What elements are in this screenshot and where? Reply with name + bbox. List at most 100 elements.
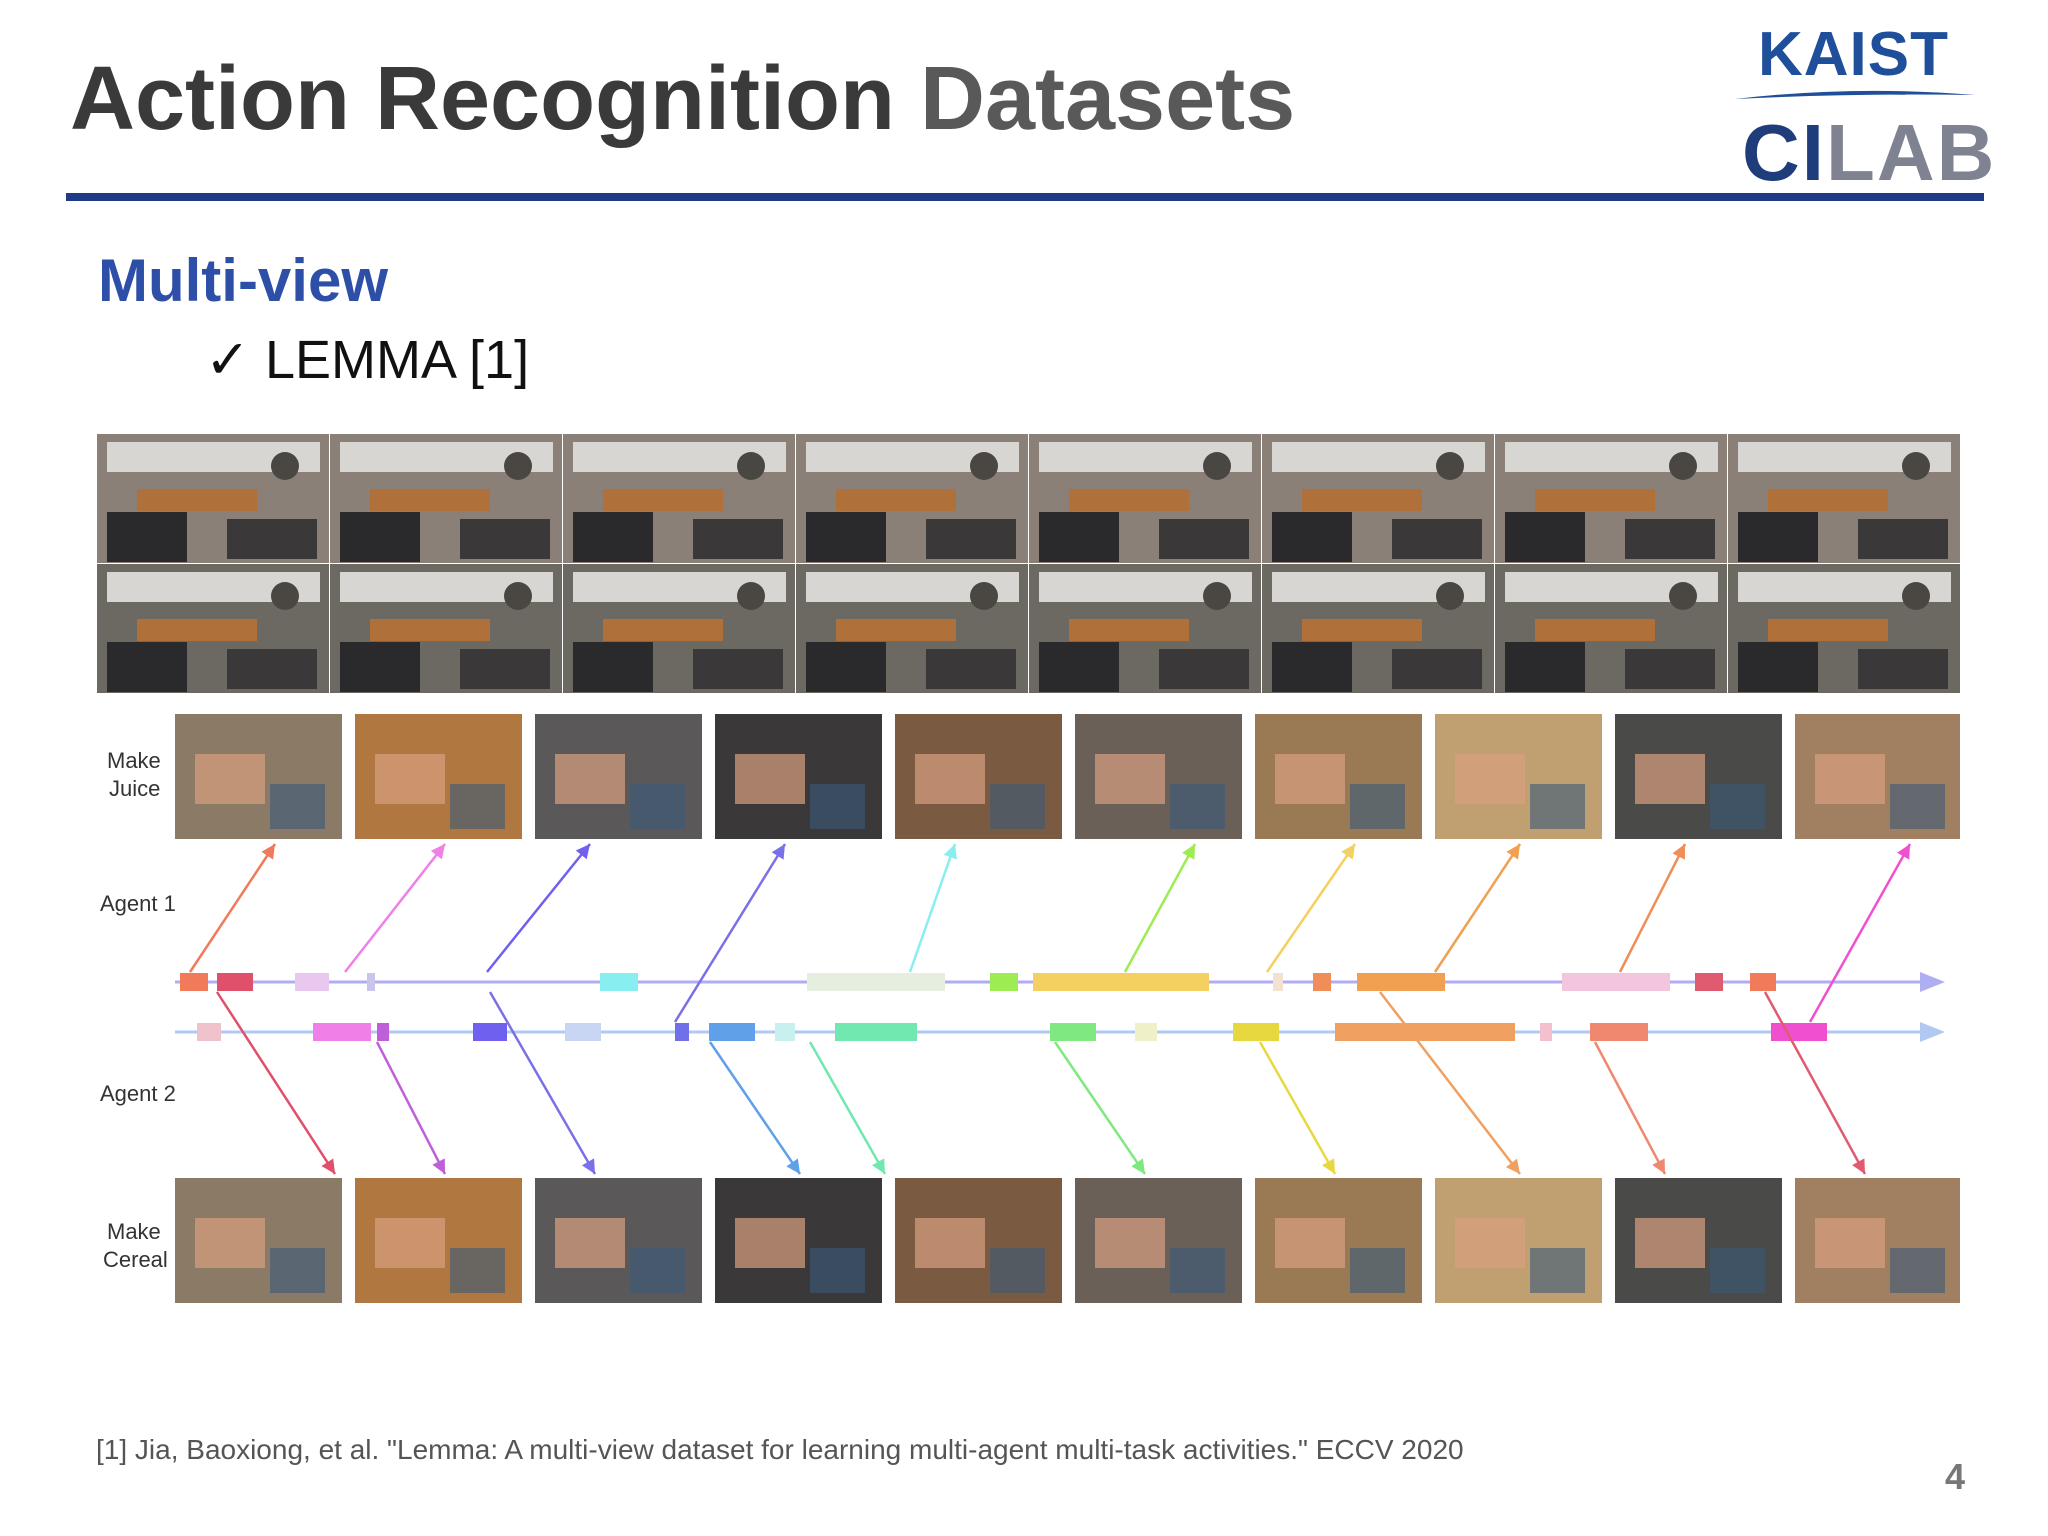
egocentric-frame [1075,714,1242,839]
label-agent2: Agent 2 [100,1081,176,1106]
arrowhead-icon [575,844,590,860]
label-make-juice-2: Juice [109,776,160,801]
action-segment [295,973,329,991]
arrowhead-icon [430,844,445,860]
egocentric-frame [175,714,342,839]
action-arrow [1593,1041,1667,1175]
kitchen-camera-frame [563,564,795,693]
action-segment [807,973,945,991]
action-arrow [673,843,787,1023]
egocentric-frame [1615,714,1782,839]
egocentric-frame [1255,1178,1422,1303]
action-segment [473,1023,507,1041]
section-heading: Multi-view [98,247,389,314]
egocentric-frame [355,1178,522,1303]
kitchen-camera-frame [1728,434,1960,563]
action-arrow [1763,991,1867,1175]
action-arrow [375,1041,447,1175]
egocentric-frame [895,1178,1062,1303]
kitchen-camera-frame [796,434,1028,563]
kitchen-camera-frame [1262,434,1494,563]
logo-cilab-lab: LAB [1826,108,1997,197]
arrowhead-icon [1652,1158,1665,1174]
label-make-juice-1: Make [107,748,161,773]
action-arrow [488,991,597,1175]
multiview-frames [97,434,1960,693]
action-arrow [1258,1041,1337,1175]
label-agent1: Agent 1 [100,891,176,916]
action-arrow [486,843,591,973]
arrowhead-icon [943,844,957,860]
slide-title: Action Recognition Datasets [70,48,1295,151]
action-segment [775,1023,795,1041]
action-arrow [1433,843,1522,973]
kitchen-camera-frame [330,434,562,563]
egocentric-frame [715,714,882,839]
action-arrow [1053,1041,1147,1175]
egocentric-frame [1795,714,1960,839]
arrowhead-icon [1897,844,1910,860]
egocentric-frame [1615,1178,1782,1303]
arrowhead-icon [871,1158,885,1174]
action-arrow [708,1041,802,1175]
kitchen-camera-frame [1029,434,1261,563]
checkmark-icon: ✓ [205,330,251,390]
kitchen-camera-frame [1495,564,1727,693]
arrowhead-icon [1182,844,1195,860]
arrowhead-icon [771,844,785,860]
arrowhead-icon [321,1158,335,1174]
kitchen-camera-frame [796,564,1028,693]
label-make-cereal-2: Cereal [103,1247,168,1272]
action-segment [1233,1023,1279,1041]
kitchen-camera-frame [97,434,329,563]
lemma-figure: Make Juice Agent 1 Agent 2 Make Cereal [97,434,1960,1303]
egocentric-frame [715,1178,882,1303]
action-segment [1750,973,1776,991]
kitchen-camera-frame [330,564,562,693]
action-segment [313,1023,371,1041]
action-segment [180,973,208,991]
arrowhead-icon [1852,1158,1865,1174]
title-main: Action Recognition [70,49,895,149]
action-segment [565,1023,601,1041]
kitchen-camera-frame [1495,434,1727,563]
action-segment [1273,973,1283,991]
action-arrow [1265,843,1357,973]
kitchen-camera-frame [97,564,329,693]
action-arrow [808,1041,887,1175]
action-segment [367,973,375,991]
action-arrow [908,843,957,973]
logo-cilab-ci: CI [1742,108,1826,197]
kitchen-camera-frame [1029,564,1261,693]
egocentric-frame [895,714,1062,839]
action-segment [1357,973,1445,991]
bullet-text: LEMMA [1] [265,330,530,390]
egocentric-frame [175,1178,342,1303]
action-segment [1033,973,1209,991]
action-segment [600,973,638,991]
arrowhead-icon [786,1158,800,1174]
arrowhead-icon [261,844,275,860]
arrowhead-icon [1341,844,1355,860]
action-arrow [1123,843,1197,973]
action-segment [1135,1023,1157,1041]
arrowhead-icon [1920,1022,1945,1042]
arrowhead-icon [1321,1158,1335,1174]
arrowhead-icon [1920,972,1945,992]
kaist-cilab-logo: KAIST CILAB [1730,15,1994,197]
arrowhead-icon [432,1158,445,1174]
action-arrow [344,843,446,973]
action-arrow [1618,843,1687,973]
action-segment [217,973,253,991]
egocentric-frame [355,714,522,839]
action-segment [1562,973,1670,991]
action-arrow [215,991,337,1175]
action-segment [1313,973,1331,991]
egocentric-frame [535,714,702,839]
action-arrow [1379,991,1521,1175]
footnote-citation: [1] Jia, Baoxiong, et al. "Lemma: A mult… [96,1434,1464,1465]
action-segment [709,1023,755,1041]
egocentric-frame [1435,1178,1602,1303]
action-segment [990,973,1018,991]
egocentric-frame [1435,714,1602,839]
